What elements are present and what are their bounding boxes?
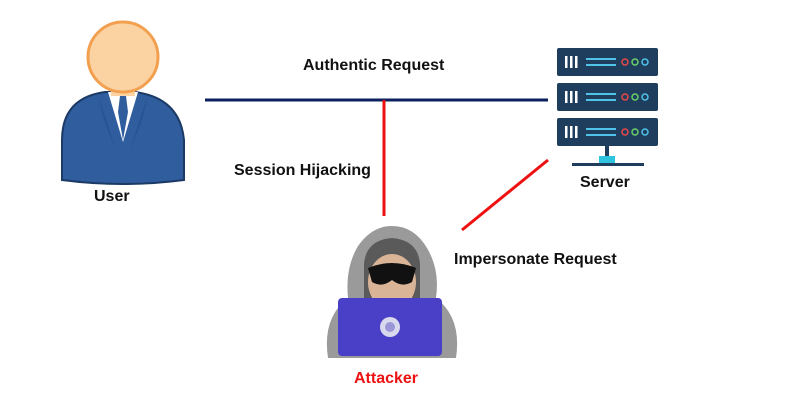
server-unit: [557, 48, 658, 76]
user-lapel-right: [130, 95, 148, 150]
server-unit: [557, 83, 658, 111]
server-network-port: [599, 156, 615, 164]
hacker-mask: [368, 263, 416, 285]
user-label: User: [94, 188, 130, 205]
attacker-label: Attacker: [354, 370, 419, 387]
user-avatar-icon: [61, 20, 185, 185]
session-hijacking-label: Session Hijacking: [234, 162, 371, 179]
authentic-request-label: Authentic Request: [303, 57, 445, 74]
impersonate-request-line: [461, 158, 549, 232]
server-stand-post: [605, 146, 609, 156]
impersonate-request-label: Impersonate Request: [454, 251, 617, 268]
user-lapel-left: [98, 95, 116, 150]
hooded-hacker-icon: [326, 226, 458, 358]
server-label: Server: [580, 174, 630, 191]
server-rack-icon: [557, 48, 658, 166]
user-tie: [118, 96, 128, 140]
server-unit: [557, 118, 658, 146]
server-base-line: [572, 163, 644, 166]
user-head: [86, 20, 160, 94]
